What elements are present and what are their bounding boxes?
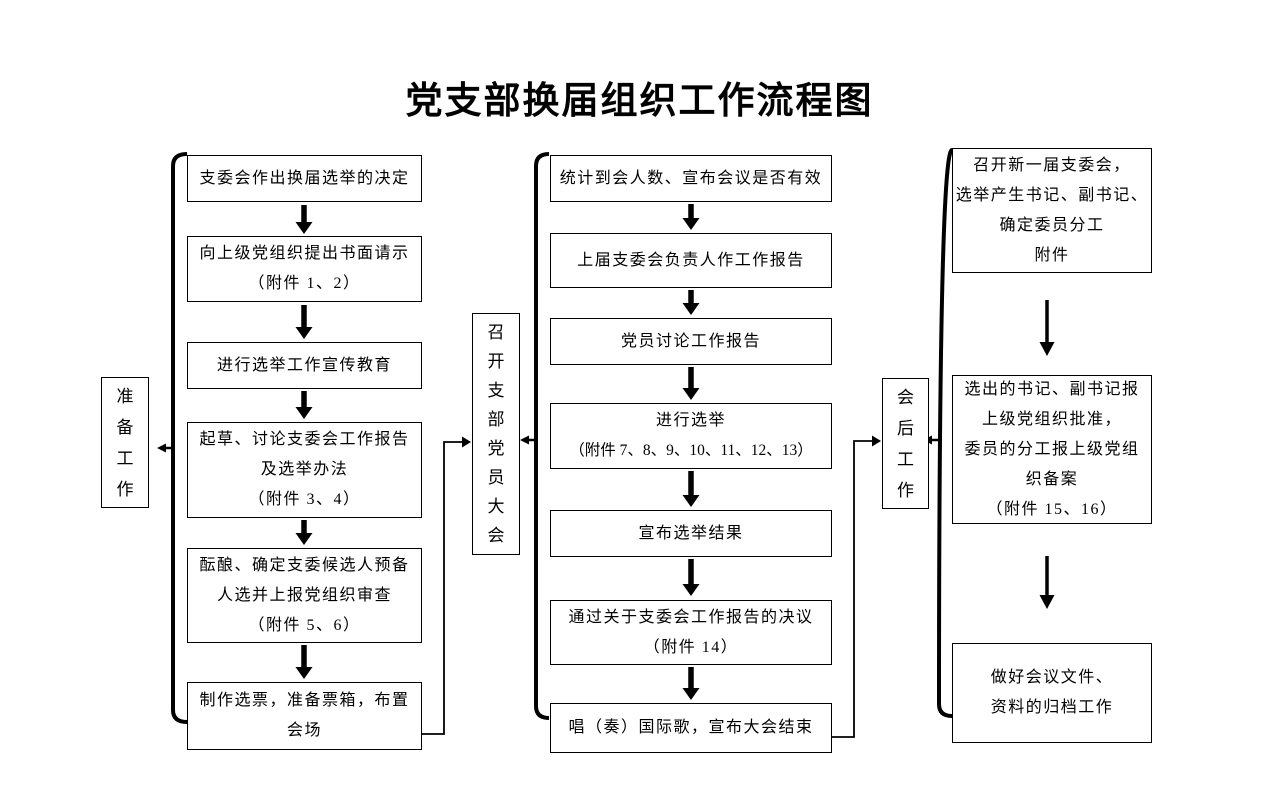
down-arrow <box>682 204 700 230</box>
step-text: 选举产生书记、副书记、 <box>955 186 1149 204</box>
phase-bracket-assembly <box>520 152 550 720</box>
step-box-prepare-6: 制作选票，准备票箱，布置 会场 <box>187 682 422 750</box>
phase-label-text: 会后工作 <box>897 387 914 500</box>
step-text: 织备案 <box>1025 470 1079 488</box>
step-text: 向上级党组织提出书面请示 <box>199 245 410 262</box>
step-text: 选出的书记、副书记报 <box>964 380 1140 398</box>
step-text: 酝酿、确定支委候选人预备 <box>199 556 410 574</box>
step-text: （附件 1、2） <box>248 275 361 292</box>
step-text: 召开新一届支委会， <box>973 156 1131 174</box>
down-arrow <box>682 367 700 400</box>
step-box-assembly-6: 通过关于支委会工作报告的决议 （附件 14） <box>550 600 832 665</box>
step-box-after-3: 做好会议文件、 资料的归档工作 <box>952 643 1152 743</box>
step-box-assembly-7: 唱（奏）国际歌，宣布大会结束 <box>550 703 832 753</box>
step-text: （附件 15、16） <box>986 500 1118 518</box>
down-arrow <box>295 520 313 545</box>
down-arrow <box>295 645 313 679</box>
step-text: （附件 3、4） <box>248 491 361 508</box>
phase-label-prepare: 准备工作 <box>101 377 149 508</box>
down-arrow <box>295 305 313 339</box>
step-text: （附件 7、8、9、10、11、12、13） <box>569 442 813 459</box>
connector-assembly-to-after <box>832 435 881 738</box>
down-arrow <box>682 471 700 507</box>
step-text: 附件 <box>1034 246 1070 264</box>
down-arrow <box>682 667 700 700</box>
connector-prepare-to-assembly <box>422 436 471 735</box>
step-text: 资料的归档工作 <box>990 699 1114 716</box>
step-text: 党员讨论工作报告 <box>620 332 761 350</box>
down-arrow <box>1039 300 1055 356</box>
step-box-prepare-2: 向上级党组织提出书面请示 （附件 1、2） <box>187 236 422 302</box>
step-text: 确定委员分工 <box>999 216 1105 234</box>
step-box-prepare-4: 起草、讨论支委会工作报告 及选举办法 （附件 3、4） <box>187 422 422 518</box>
step-text: 唱（奏）国际歌，宣布大会结束 <box>568 719 814 736</box>
down-arrow <box>295 391 313 419</box>
step-text: 及选举办法 <box>260 461 349 478</box>
step-box-assembly-2: 上届支委会负责人作工作报告 <box>550 233 832 288</box>
step-text: 会场 <box>286 722 322 739</box>
step-text: （附件 14） <box>643 638 739 656</box>
step-text: 宣布选举结果 <box>638 524 744 542</box>
step-text: 支委会作出换届选举的决定 <box>199 169 410 187</box>
step-text: 做好会议文件、 <box>990 669 1114 686</box>
step-box-assembly-3: 党员讨论工作报告 <box>550 318 832 365</box>
step-text: 统计到会人数、宣布会议是否有效 <box>559 169 823 187</box>
step-box-assembly-5: 宣布选举结果 <box>550 510 832 557</box>
step-box-prepare-3: 进行选举工作宣传教育 <box>187 342 422 389</box>
step-text: （附件 5、6） <box>248 616 361 634</box>
phase-label-text: 准备工作 <box>116 386 134 499</box>
down-arrow <box>682 559 700 596</box>
phase-label-assembly: 召开支部党员大会 <box>472 313 520 555</box>
step-text: 上级党组织批准， <box>981 410 1122 428</box>
down-arrow <box>1039 556 1055 609</box>
step-box-assembly-4: 进行选举 （附件 7、8、9、10、11、12、13） <box>550 403 832 469</box>
page-title: 党支部换届组织工作流程图 <box>405 80 874 121</box>
phase-label-text: 召开支部党员大会 <box>487 323 505 545</box>
step-text: 进行选举 <box>655 412 726 429</box>
step-text: 通过关于支委会工作报告的决议 <box>568 608 814 626</box>
step-box-prepare-5: 酝酿、确定支委候选人预备 人选并上报党组织审查 （附件 5、6） <box>187 548 422 643</box>
step-text: 上届支委会负责人作工作报告 <box>577 251 805 269</box>
step-text: 进行选举工作宣传教育 <box>216 356 392 374</box>
phase-label-after: 会后工作 <box>882 378 929 509</box>
step-text: 起草、讨论支委会工作报告 <box>199 431 410 448</box>
step-text: 制作选票，准备票箱，布置 <box>199 692 410 709</box>
phase-bracket-prepare <box>157 152 188 724</box>
step-text: 委员的分工报上级党组 <box>964 440 1140 458</box>
step-box-assembly-1: 统计到会人数、宣布会议是否有效 <box>550 155 832 202</box>
step-box-after-2: 选出的书记、副书记报 上级党组织批准， 委员的分工报上级党组 织备案 （附件 1… <box>952 375 1152 524</box>
down-arrow <box>295 205 313 234</box>
down-arrow <box>682 290 700 315</box>
step-box-after-1: 召开新一届支委会， 选举产生书记、副书记、 确定委员分工 附件 <box>952 148 1152 273</box>
step-box-prepare-1: 支委会作出换届选举的决定 <box>187 155 422 202</box>
step-text: 人选并上报党组织审查 <box>216 586 392 604</box>
